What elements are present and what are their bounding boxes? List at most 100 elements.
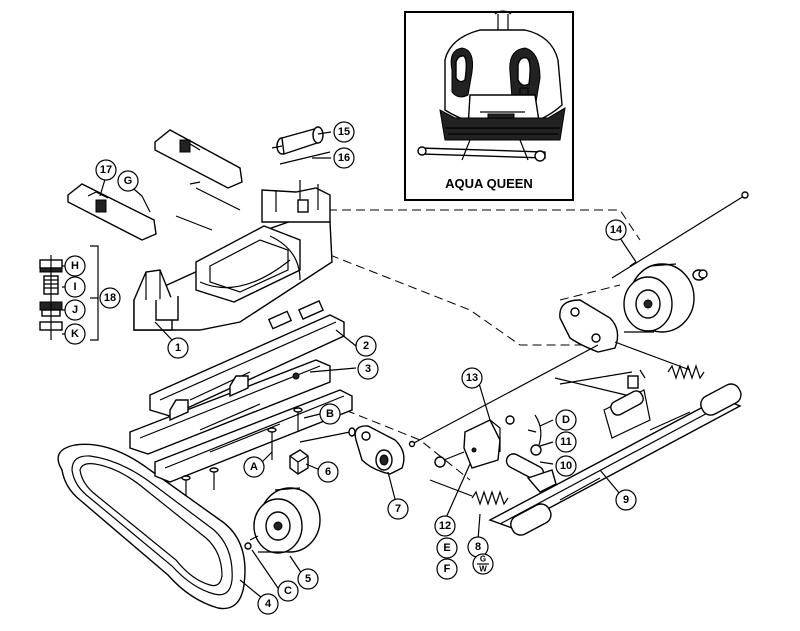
part-clip-11: [505, 414, 542, 456]
part-block-6: [289, 449, 309, 475]
callout-7: 7: [387, 498, 409, 520]
callout-9: 9: [615, 489, 637, 511]
callout-18: 18: [99, 287, 121, 309]
part-switch-box: [434, 419, 501, 469]
part-upper-housing: [133, 180, 333, 331]
part-pin-g: [141, 195, 213, 231]
part-spring-right: [667, 364, 705, 380]
callout-bubble: [555, 409, 577, 431]
callout-c: C: [277, 580, 299, 602]
callout-bubble: [64, 276, 86, 298]
callout-10: 10: [555, 455, 577, 477]
callout-label: C: [284, 585, 292, 597]
callout-b: B: [319, 403, 341, 425]
callout-label: H: [71, 260, 79, 272]
callout-bubble: [243, 456, 265, 478]
part-spring-lower: [429, 479, 509, 506]
callout-bubble: [64, 299, 86, 321]
part-screws: [181, 407, 356, 496]
callout-bubble: [461, 367, 483, 389]
callout-16: 16: [333, 147, 355, 169]
part-latch-top: [154, 129, 243, 189]
callout-label: 13: [466, 372, 478, 384]
callout-label: 16: [338, 152, 350, 164]
callout-label: 3: [365, 363, 371, 375]
callout-label: 8: [475, 541, 481, 553]
inset-title: AQUA QUEEN: [445, 176, 533, 191]
part-chassis-base: [154, 389, 353, 483]
callout-bubble: [64, 323, 86, 345]
part-capacitor-15: [271, 126, 324, 155]
part-axle-rod: [611, 191, 749, 279]
callout-bubble: [615, 489, 637, 511]
part-rod-16: [279, 151, 331, 165]
callout-6: 6: [317, 461, 339, 483]
callout-bubble: [317, 461, 339, 483]
callout-label: F: [444, 563, 451, 575]
callout-label: 10: [560, 460, 572, 472]
callout-g: G: [117, 170, 139, 192]
callout-h: H: [64, 255, 86, 277]
callout-bubble: [297, 568, 319, 590]
callout-bubble: [387, 498, 409, 520]
part-cylinder-10: [505, 453, 557, 493]
part-chassis-plate-3: [129, 359, 331, 455]
callout-label: B: [326, 408, 334, 420]
part-latch-17: [67, 183, 157, 241]
callout-bubble: [117, 170, 139, 192]
callout-bubble: [355, 335, 377, 357]
callout-5: 5: [297, 568, 319, 590]
fraction-numerator: G: [480, 555, 486, 564]
callout-label: 2: [363, 340, 369, 352]
callout-label: A: [250, 461, 258, 473]
part-nut-upper-right: [692, 269, 708, 281]
callout-label: 1: [175, 342, 181, 354]
part-cable-tie-upper: [189, 181, 241, 211]
callout-8: 8: [467, 536, 489, 558]
leader-lines: [62, 131, 637, 599]
callout-bubble: [319, 403, 341, 425]
callout-15: 15: [333, 121, 355, 143]
callout-17: 17: [95, 159, 117, 181]
callout-label: 18: [104, 292, 116, 304]
callout-11: 11: [555, 431, 577, 453]
callout-bubble: [64, 255, 86, 277]
part-bracket-upper-right: [559, 299, 691, 371]
callout-bubble: [436, 558, 458, 580]
callout-j: J: [64, 299, 86, 321]
callout-bubble: [357, 358, 379, 380]
part-wheel-lower: [249, 487, 321, 554]
callout-label: G: [124, 175, 133, 187]
assembly-guide-lines: [300, 209, 641, 481]
callout-label: E: [443, 542, 450, 554]
callout-label: 4: [265, 598, 272, 610]
callout-label: 17: [100, 164, 112, 176]
callout-12: 12: [434, 515, 456, 537]
callout-bubble: [167, 337, 189, 359]
callout-bubble: [333, 147, 355, 169]
callout-d: D: [555, 409, 577, 431]
callout-label: 14: [610, 224, 623, 236]
callout-2: 2: [355, 335, 377, 357]
callout-label: K: [71, 328, 79, 340]
aqua-queen-inset: AQUA QUEEN: [404, 10, 574, 201]
callout-label: 15: [338, 126, 350, 138]
part-rod-13: [408, 344, 599, 448]
callout-14: 14: [605, 219, 627, 241]
part-stack-18: [39, 245, 99, 341]
callout-label: 12: [439, 520, 451, 532]
part-wheel-upper-right: [623, 263, 695, 333]
callout-label: J: [72, 304, 78, 316]
callout-f: F: [436, 558, 458, 580]
callout-label: 9: [623, 494, 629, 506]
callout-bubble: [257, 593, 279, 615]
callout-label: 7: [395, 503, 401, 515]
callout-bubble: [605, 219, 627, 241]
part-washer-c: [244, 542, 252, 550]
aqua-queen-cleaner-illustration: [417, 10, 566, 162]
fraction-label: G W: [472, 553, 494, 575]
callout-bubble: [333, 121, 355, 143]
part-cable-tie: [554, 369, 646, 397]
